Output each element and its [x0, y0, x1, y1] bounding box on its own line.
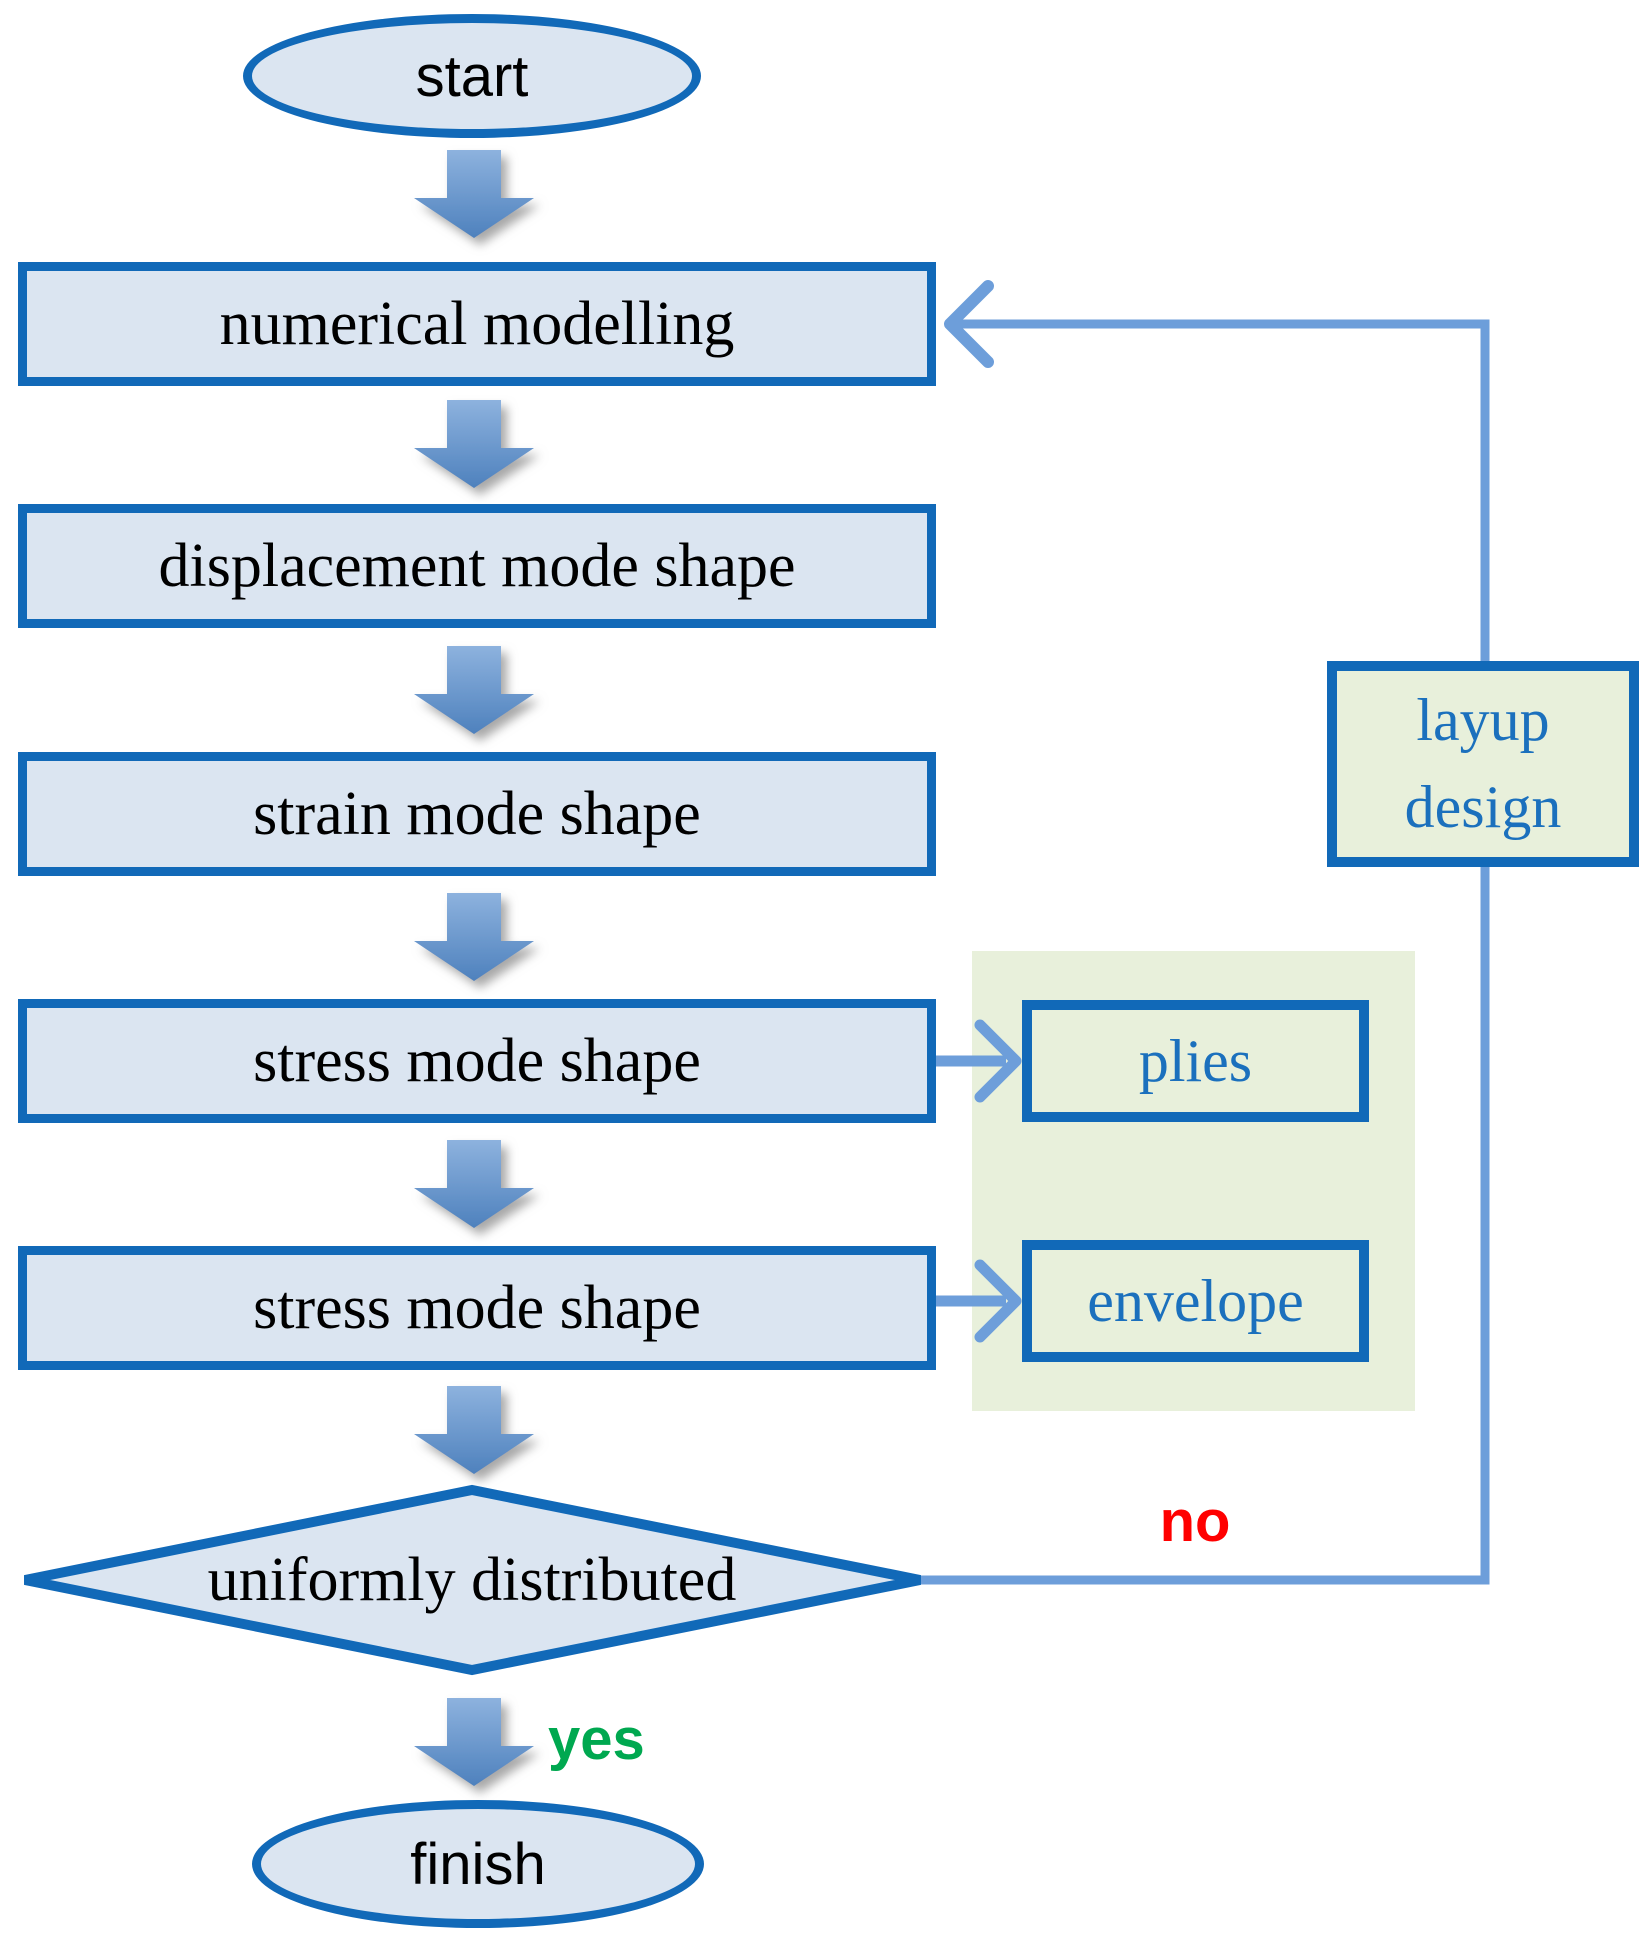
- node-stress-mode-shape-2: stress mode shape: [18, 1246, 936, 1370]
- node-strain-mode-shape: strain mode shape: [18, 752, 936, 876]
- edge-label-yes: yes: [548, 1707, 645, 1772]
- flow-arrow-stress1-to-stress2: [414, 1140, 534, 1228]
- node-numerical-modelling: numerical modelling: [18, 262, 936, 386]
- node-stress-mode-shape-1: stress mode shape: [18, 999, 936, 1123]
- node-envelope: envelope: [1022, 1240, 1369, 1362]
- node-plies: plies: [1022, 1000, 1369, 1122]
- node-start: start: [243, 14, 701, 138]
- flow-arrow-strain-to-stress1: [414, 893, 534, 981]
- flow-arrow-stress2-to-decision: [414, 1386, 534, 1474]
- node-uniformly-distributed-label: uniformly distributed: [207, 1545, 737, 1614]
- flow-arrow-start-to-modelling: [414, 150, 534, 238]
- node-displacement-mode-shape: displacement mode shape: [18, 504, 936, 628]
- feedback-arrowhead-icon: [944, 280, 994, 368]
- decision-diamond-shape: [24, 1484, 921, 1676]
- node-layup-design: layup design: [1327, 661, 1639, 867]
- edge-label-no: no: [1159, 1489, 1231, 1554]
- plies-arrowhead-icon: [974, 1019, 1022, 1103]
- envelope-arrowhead-icon: [974, 1259, 1022, 1343]
- flow-arrow-modelling-to-displacement: [414, 400, 534, 488]
- node-finish: finish: [252, 1800, 704, 1928]
- feedback-no-line: [920, 319, 1490, 1585]
- flow-arrow-yes-to-finish: [414, 1698, 534, 1786]
- flow-arrow-displacement-to-strain: [414, 646, 534, 734]
